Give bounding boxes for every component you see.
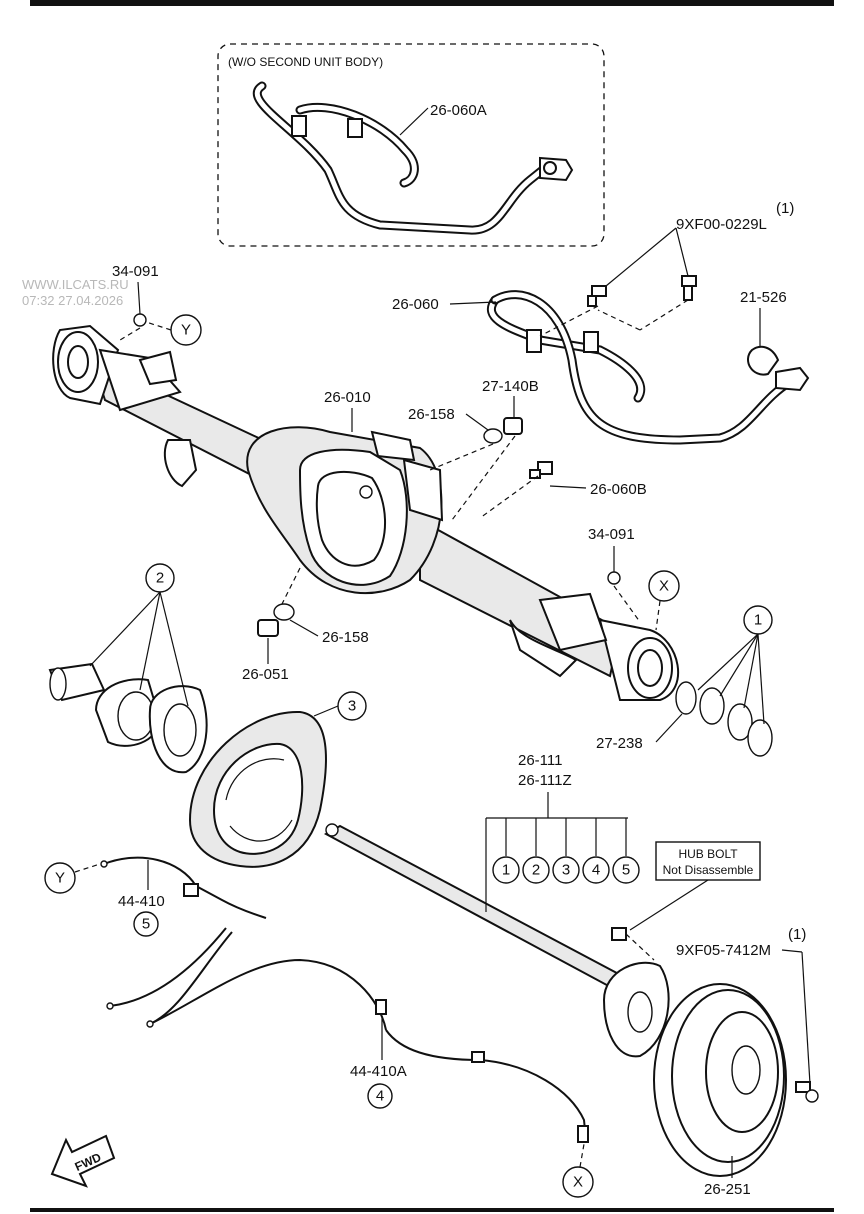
hub-bolt-note: HUB BOLT Not Disassemble (655, 841, 761, 881)
shaft-group-bracket (485, 792, 628, 912)
inset-box: (W/O SECOND UNIT BODY) 26-060A (217, 43, 605, 247)
callout-group-bearing: 2 (145, 563, 175, 593)
shaft-ref-2: 2 (522, 856, 550, 884)
label-bolt-part: 9XF00-0229L (676, 216, 767, 233)
drum-bolt-icon (795, 1081, 819, 1103)
svg-text:1: 1 (754, 612, 762, 629)
watermark-datetime: 07:32 27.04.2026 (22, 293, 123, 308)
inset-leader (399, 107, 429, 136)
bolt-1-icon (587, 285, 607, 307)
breather-left-icon (133, 313, 147, 327)
callout-x-right: X (648, 570, 680, 602)
svg-text:3: 3 (562, 862, 570, 879)
drain-plug-lower (257, 603, 295, 637)
svg-text:X: X (659, 578, 669, 595)
label-connector: 26-060B (590, 481, 647, 498)
seal-group (675, 681, 773, 757)
label-housing: 26-010 (324, 389, 371, 406)
label-plug-lower: 26-051 (242, 666, 289, 683)
svg-text:5: 5 (142, 916, 150, 933)
parking-brake-cables (100, 856, 589, 1143)
brake-drum (653, 983, 787, 1177)
svg-text:HUB BOLT: HUB BOLT (678, 847, 738, 861)
svg-text:4: 4 (592, 862, 600, 879)
callout-cable-right-ref: 4 (367, 1083, 393, 1109)
shaft-ref-4: 4 (582, 856, 610, 884)
svg-text:1: 1 (502, 862, 510, 879)
axle-housing (52, 324, 679, 701)
svg-text:4: 4 (376, 1088, 384, 1105)
label-drum: 26-251 (704, 1181, 751, 1198)
label-breather-left: 34-091 (112, 263, 159, 280)
svg-text:2: 2 (532, 862, 540, 879)
svg-text:5: 5 (622, 862, 630, 879)
bottom-border (30, 1208, 834, 1212)
shaft-ref-3: 3 (552, 856, 580, 884)
fwd-arrow-icon: FWD (50, 1134, 116, 1188)
inset-brake-hose (252, 81, 574, 235)
label-hub-bolt-qty: (1) (788, 926, 806, 943)
label-gasket-upper: 26-158 (408, 406, 455, 423)
label-cable-left: 44-410 (118, 893, 165, 910)
label-clip: 21-526 (740, 289, 787, 306)
callout-y-left: Y (44, 862, 76, 894)
callout-backing-plate: 3 (337, 691, 367, 721)
brake-backing-plate (188, 710, 327, 868)
breather-right-icon (607, 571, 621, 585)
axle-shaft (323, 823, 670, 1058)
label-hose-main: 26-060 (392, 296, 439, 313)
callout-group-seal: 1 (743, 605, 773, 635)
callout-x-bottom: X (562, 1166, 594, 1198)
watermark-site: WWW.ILCATS.RU (22, 277, 129, 292)
label-hub-bolt-part: 9XF05-7412M (676, 942, 771, 959)
svg-text:Not Disassemble: Not Disassemble (663, 863, 754, 877)
label-gasket-lower: 26-158 (322, 629, 369, 646)
inset-part-label: 26-060A (430, 102, 487, 119)
svg-text:Y: Y (55, 870, 65, 887)
label-shaft-1: 26-111 (518, 752, 562, 769)
callout-y-top: Y (170, 314, 202, 346)
bolt-2-icon (681, 275, 697, 301)
label-plug-upper: 27-140B (482, 378, 539, 395)
inset-title: (W/O SECOND UNIT BODY) (228, 55, 383, 69)
label-seal: 27-238 (596, 735, 643, 752)
svg-text:2: 2 (156, 570, 164, 587)
bearing-group (48, 662, 208, 774)
callout-cable-left-ref: 5 (133, 911, 159, 937)
drain-plug-upper (483, 417, 553, 479)
svg-text:3: 3 (348, 698, 356, 715)
label-breather-right: 34-091 (588, 526, 635, 543)
shaft-ref-5: 5 (612, 856, 640, 884)
svg-text:Y: Y (181, 322, 191, 339)
hub-bolt-icon (611, 927, 627, 941)
svg-text:X: X (573, 1174, 583, 1191)
brake-hose-assembly (487, 275, 810, 445)
label-bolt-qty: (1) (776, 200, 794, 217)
top-border (30, 0, 834, 6)
shaft-ref-1: 1 (492, 856, 520, 884)
label-cable-right: 44-410A (350, 1063, 407, 1080)
label-shaft-2: 26-111Z (518, 772, 572, 789)
